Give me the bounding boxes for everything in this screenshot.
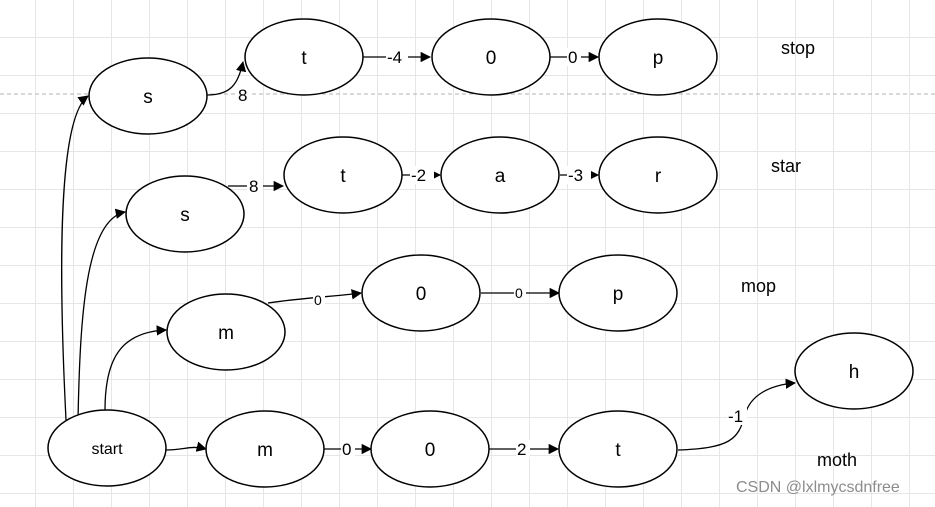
svg-text:t: t [615,440,621,461]
edge-label-star-s-t: 8 [247,177,263,196]
node-stop-s: s [88,57,208,135]
node-moth-m: m [205,410,325,488]
edge-start-stop-s [60,95,89,421]
edge-label-moth-t-h: -1 [727,407,747,426]
edge-start-star-s [77,208,127,421]
edge-label-stop-o-p: 0 [567,48,581,67]
edge-start-moth-m [165,441,208,452]
svg-text:0: 0 [425,440,436,461]
edge-label-moth-o-t: 2 [516,440,530,459]
svg-text:t: t [340,166,346,187]
svg-text:s: s [180,205,190,226]
node-mop-p: p [558,254,678,332]
word-label-star: star [771,156,801,176]
svg-text:t: t [301,48,307,69]
node-star-t: t [283,136,403,214]
svg-text:2: 2 [517,440,526,459]
svg-text:p: p [613,284,624,305]
edge-label-mop-m-o: 0 [313,291,325,308]
svg-text:-4: -4 [387,48,402,67]
node-moth-h: h [794,332,914,410]
svg-text:h: h [849,362,860,383]
edge-stop-s-t [206,60,247,96]
svg-text:s: s [143,87,153,108]
word-label-mop: mop [741,276,776,296]
node-stop-t: t [244,18,364,96]
edge-label-star-a-r: -3 [567,166,591,185]
svg-text:8: 8 [249,177,258,196]
node-moth-o: 0 [370,410,490,488]
svg-text:0: 0 [515,285,523,301]
edge-label-mop-o-p: 0 [514,284,526,301]
svg-text:m: m [257,440,273,461]
node-mop-o: 0 [361,254,481,332]
edge-label-start-moth-m: 0 [341,440,355,459]
svg-text:a: a [495,166,506,187]
word-label-stop: stop [781,38,815,58]
node-stop-o: 0 [431,18,551,96]
node-star-s: s [125,175,245,253]
svg-text:-1: -1 [728,407,743,426]
svg-text:p: p [653,48,664,69]
svg-text:-3: -3 [568,166,583,185]
edge-label-stop-s-t: 8 [236,86,252,105]
node-moth-t: t [558,410,678,488]
word-label-moth: moth [817,450,857,470]
svg-text:-2: -2 [411,166,426,185]
svg-text:0: 0 [416,284,427,305]
node-stop-p: p [598,18,718,96]
edge-label-star-t-a: -2 [410,166,434,185]
svg-text:m: m [218,323,234,344]
svg-text:r: r [655,166,662,187]
node-star-r: r [598,136,718,214]
svg-text:start: start [91,441,123,458]
svg-text:0: 0 [568,48,577,67]
edge-label-stop-t-o: -4 [386,48,408,67]
svg-text:0: 0 [314,292,322,308]
watermark: CSDN @lxlmycsdnfree [736,479,900,496]
svg-text:0: 0 [342,440,351,459]
edge-start-mop-m [104,325,168,411]
svg-text:0: 0 [486,48,497,69]
node-star-a: a [440,136,560,214]
node-mop-m: m [166,293,286,371]
node-start: start [47,409,167,487]
svg-text:8: 8 [238,86,247,105]
